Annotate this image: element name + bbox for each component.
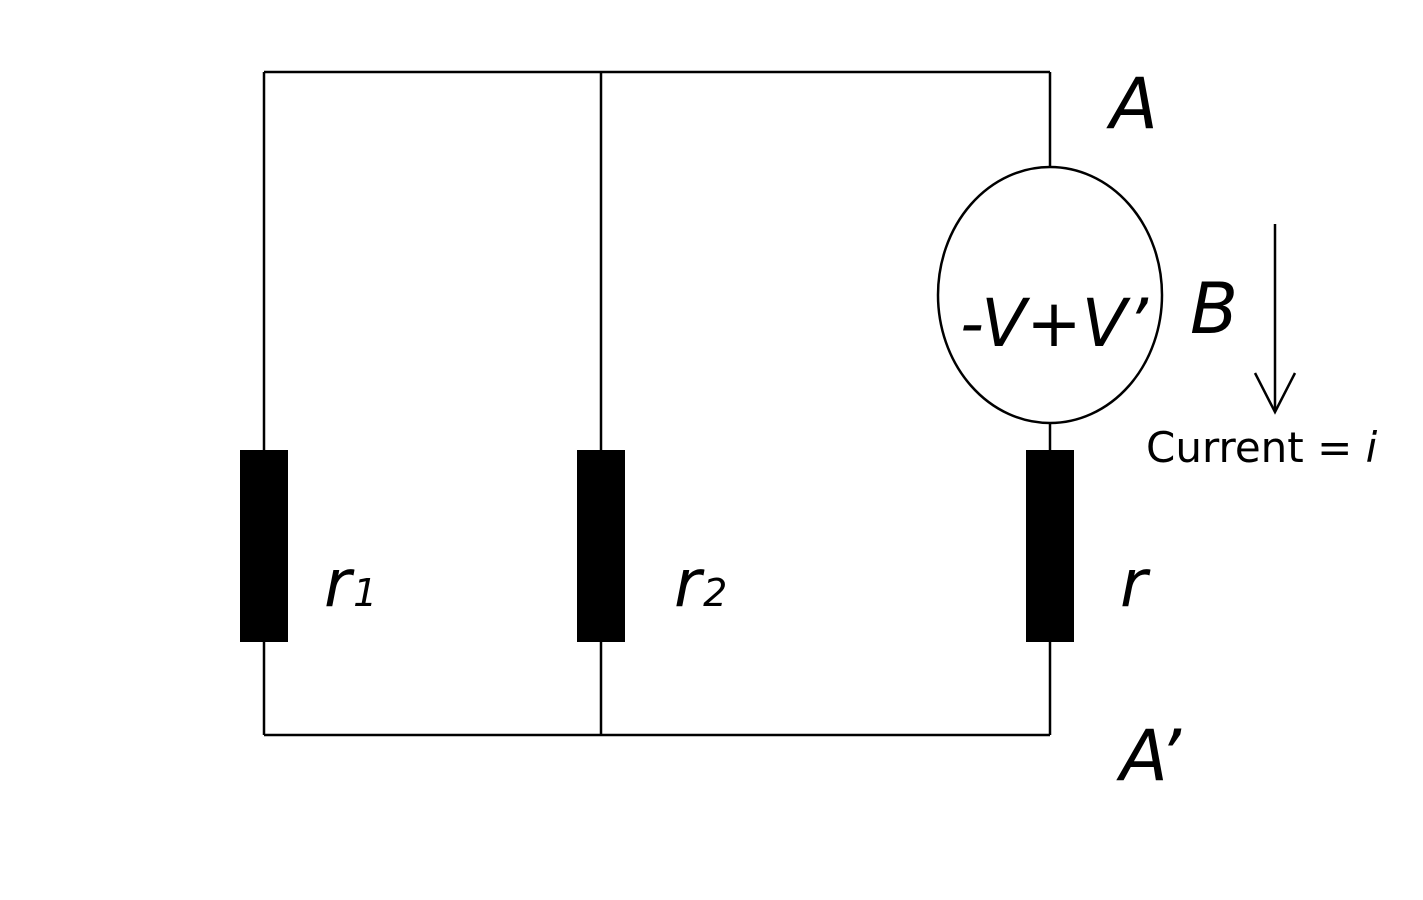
current-label: Current = i [1146, 423, 1378, 472]
resistor-r-label: r [1120, 545, 1151, 622]
resistor-r1-label: r1 [324, 545, 377, 622]
node-b-label: B [1190, 268, 1238, 350]
current-arrow-head [1253, 372, 1297, 415]
source-label: -V+V’ [960, 285, 1149, 362]
resistor-r2-label: r2 [674, 545, 727, 622]
resistor-r1 [240, 450, 288, 642]
node-a-label: A [1106, 63, 1158, 145]
resistor-r [1026, 450, 1074, 642]
node-a-prime-label: A’ [1116, 715, 1182, 797]
resistor-r2 [577, 450, 625, 642]
